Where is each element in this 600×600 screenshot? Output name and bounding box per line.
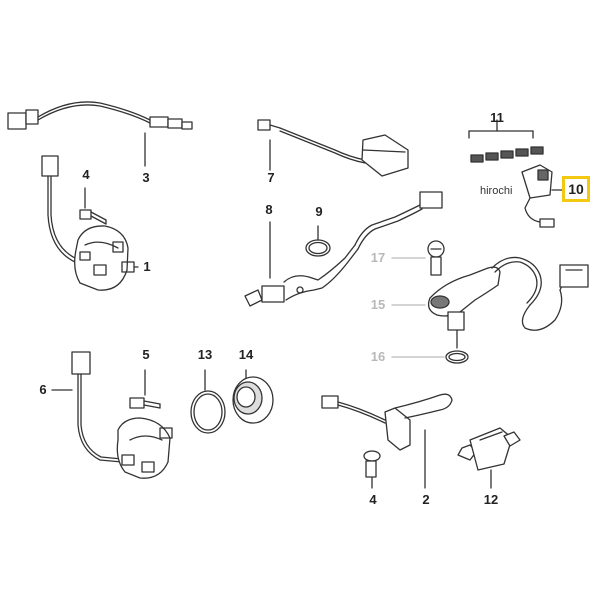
part-5-screw: [129, 369, 161, 409]
watermark: hirochi: [480, 185, 513, 197]
callout-15: 15: [370, 297, 386, 312]
part-10-connector: [521, 164, 563, 228]
part-17-screw: [391, 240, 445, 276]
part-4-screw-upper: [79, 187, 107, 225]
part-7-switch: [257, 119, 409, 177]
part-13-o-ring: [190, 369, 226, 434]
callout-2: 2: [422, 492, 430, 507]
callout-4-upper: 4: [82, 167, 90, 182]
callout-9: 9: [315, 204, 323, 219]
callout-3: 3: [142, 170, 150, 185]
callout-13: 13: [197, 347, 213, 362]
callout-8: 8: [265, 202, 273, 217]
part-16-o-ring: [391, 329, 469, 364]
part-15-angle-sensor: [391, 256, 589, 331]
part-2-lever-switch: [321, 393, 453, 489]
part-6-sensor: [51, 351, 173, 479]
part-3-cable-sensor: [7, 101, 193, 167]
callout-4-lower: 4: [369, 492, 377, 507]
callout-12: 12: [483, 492, 499, 507]
callout-10-highlighted: 10: [562, 176, 590, 202]
part-11-connector-strip: [468, 119, 544, 163]
callout-16: 16: [370, 349, 386, 364]
callout-1: 1: [143, 259, 151, 274]
part-9-o-ring: [305, 225, 331, 257]
part-14-shaft-seal: [232, 369, 274, 424]
part-1-sensor: [41, 155, 139, 291]
part-4-screw-lower: [363, 450, 381, 489]
callout-5: 5: [142, 347, 150, 362]
callout-6: 6: [39, 382, 47, 397]
part-12-pressure-switch: [457, 427, 521, 489]
callout-14: 14: [238, 347, 254, 362]
callout-7: 7: [267, 170, 275, 185]
callout-11: 11: [490, 110, 504, 125]
callout-17: 17: [370, 250, 386, 265]
part-8-probe: [244, 191, 443, 307]
